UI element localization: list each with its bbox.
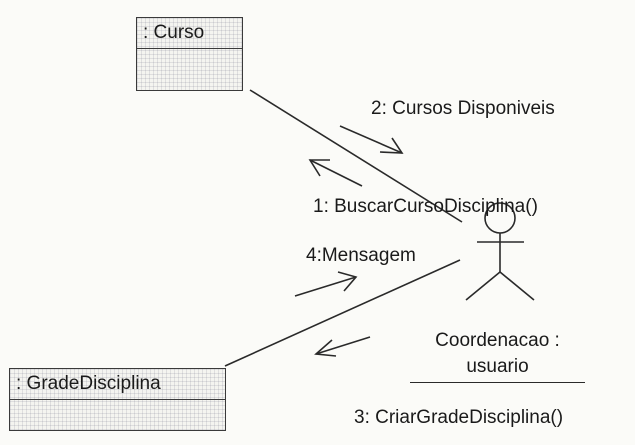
arrow-message-2 xyxy=(339,125,404,154)
arrow-message-4 xyxy=(294,271,358,297)
object-grade-disciplina[interactable]: : GradeDisciplina xyxy=(9,368,226,431)
actor-name: Coordenacao : usuario xyxy=(400,328,595,383)
arrow-message-1 xyxy=(308,159,363,187)
arrow-message-3 xyxy=(314,336,371,357)
message-2-label: 2: Cursos Disponiveis xyxy=(371,98,555,119)
link-curso-actor xyxy=(249,89,463,223)
object-curso[interactable]: : Curso xyxy=(136,17,243,91)
message-1-label: 1: BuscarCursoDisciplina() xyxy=(313,196,538,217)
message-3-label: 3: CriarGradeDisciplina() xyxy=(354,407,564,428)
actor-name-line1: Coordenacao : xyxy=(435,330,560,351)
actor-stick-figure xyxy=(465,202,535,301)
object-grade-disciplina-name: : GradeDisciplina xyxy=(10,369,225,400)
actor-name-line2: usuario xyxy=(410,354,585,383)
message-4-label: 4:Mensagem xyxy=(306,245,416,266)
object-curso-name: : Curso xyxy=(137,18,242,49)
link-grade-actor xyxy=(224,259,461,367)
